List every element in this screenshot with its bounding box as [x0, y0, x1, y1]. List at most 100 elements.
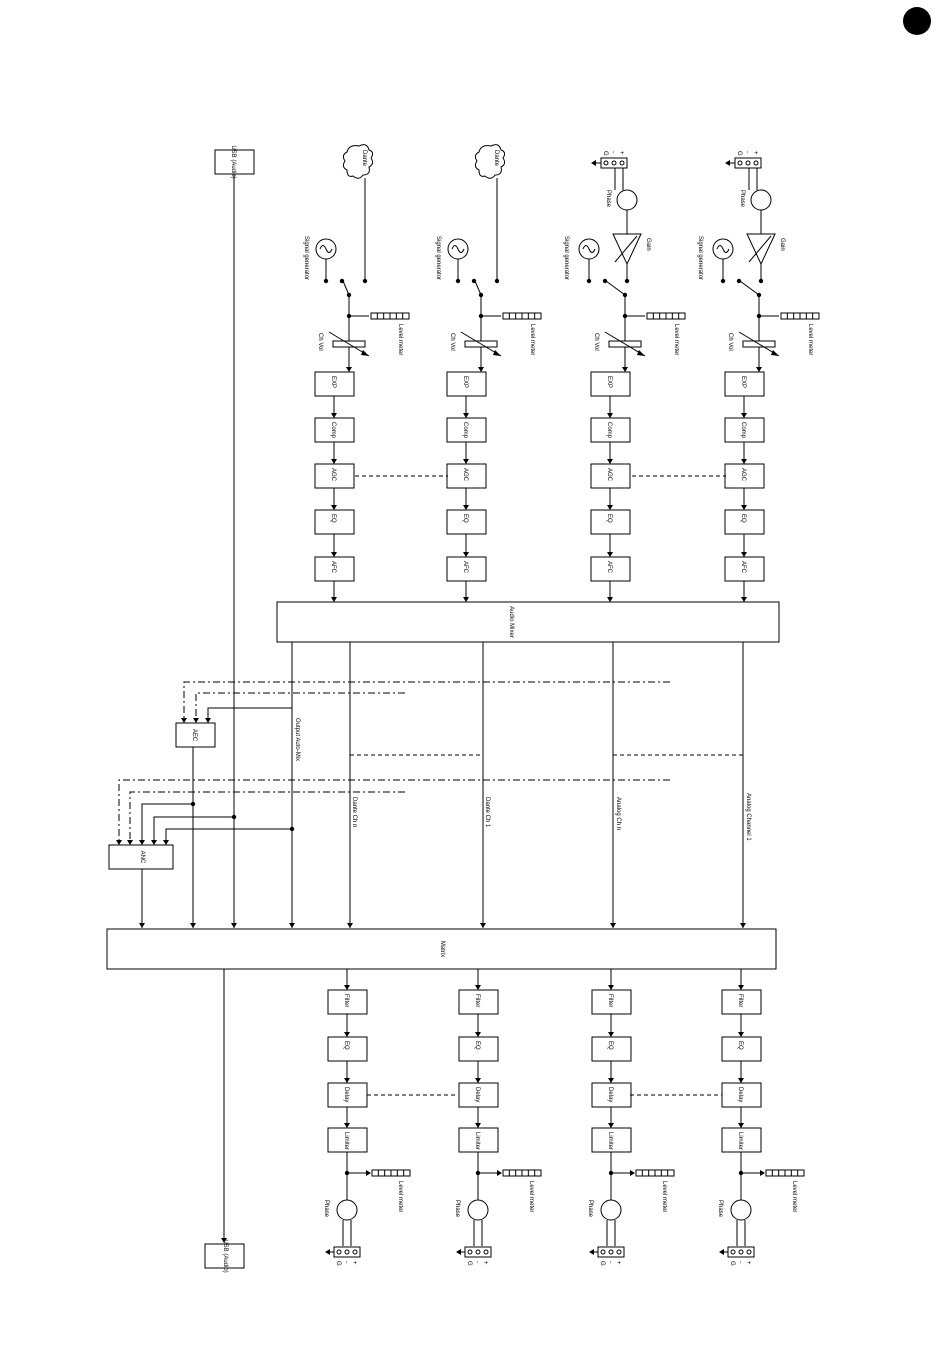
- aec-block: AEC: [175, 722, 216, 748]
- limiter-block: Limiter: [591, 1127, 632, 1153]
- exp-block-label: EXP: [606, 376, 612, 388]
- limiter-block: Limiter: [721, 1127, 762, 1153]
- limiter-block: Limiter: [458, 1127, 499, 1153]
- terminal-label: +: [482, 1261, 488, 1265]
- out-phase-icon: [467, 1199, 489, 1221]
- source-switch: [605, 280, 626, 296]
- dante-label: Dante: [361, 150, 367, 167]
- agc-block-label: AGC: [462, 468, 468, 482]
- out-level-meter-label: Level meter: [661, 1181, 667, 1212]
- phase-icon: [616, 189, 638, 211]
- afc-block-label: AFC: [740, 561, 746, 574]
- filter-block: Filter: [591, 989, 632, 1015]
- exp-block-label: EXP: [462, 376, 468, 388]
- terminal-connector: G-+: [600, 151, 628, 169]
- comp-block-label: Comp: [462, 422, 468, 439]
- afc-block: AFC: [724, 556, 765, 582]
- terminal-label: +: [351, 1261, 357, 1265]
- out-level-meter-label: Level meter: [528, 1181, 534, 1212]
- signal-generator-icon: [712, 238, 734, 260]
- level-meter: [502, 1169, 542, 1177]
- delay-block: Delay: [721, 1082, 762, 1108]
- source-switch: [739, 280, 760, 296]
- comp-block: Comp: [724, 417, 765, 443]
- out-phase-label: Phase: [454, 1200, 460, 1218]
- terminal-connector: G-+: [333, 1246, 361, 1266]
- terminal-label: -: [474, 1261, 480, 1263]
- exp-block-label: EXP: [330, 376, 336, 388]
- afc-block-label: AFC: [606, 561, 612, 574]
- level-meter: [635, 1169, 675, 1177]
- delay-block-label: Delay: [737, 1087, 743, 1102]
- filter-block: Filter: [721, 989, 762, 1015]
- agc-block-label: AGC: [330, 468, 336, 482]
- level-meter-label: Level meter: [529, 324, 535, 355]
- usb-out-label: USB (Audio): [222, 1239, 228, 1272]
- eq-block-label: EQ: [330, 514, 336, 523]
- limiter-block-label: Limiter: [343, 1132, 349, 1150]
- filter-block: Filter: [327, 989, 368, 1015]
- terminal-label: G: [466, 1261, 472, 1266]
- gain-amplifier-icon: [612, 233, 642, 266]
- audio-mixer-label: Audio Mixer: [508, 606, 514, 638]
- usb-in-block: USB (Audio): [214, 145, 255, 179]
- level-meter-label: Level meter: [807, 324, 813, 355]
- afc-block: AFC: [590, 556, 631, 582]
- terminal-connector: G-+: [464, 1246, 492, 1266]
- terminal-label: -: [610, 151, 616, 153]
- exp-block: EXP: [724, 371, 765, 397]
- comp-block: Comp: [314, 417, 355, 443]
- level-meter: [765, 1169, 805, 1177]
- terminal-label: -: [744, 151, 750, 153]
- agc-block-label: AGC: [740, 468, 746, 482]
- agc-block-label: AGC: [606, 468, 612, 482]
- comp-block-label: Comp: [330, 422, 336, 439]
- delay-block: Delay: [458, 1082, 499, 1108]
- level-meter: [780, 312, 820, 320]
- signal-generator-icon: [315, 238, 337, 260]
- eq-block: EQ: [446, 509, 487, 535]
- eq-block: EQ: [590, 509, 631, 535]
- terminal-connector: G-+: [727, 1246, 755, 1266]
- filter-block-label: Filter: [737, 994, 743, 1007]
- matrix-input-arrows: [139, 923, 746, 928]
- agc-block: AGC: [590, 463, 631, 489]
- out-phase-icon: [600, 1199, 622, 1221]
- page-marker-dot: [903, 7, 931, 35]
- terminal-label: +: [752, 151, 758, 155]
- aec-label: AEC: [191, 729, 197, 742]
- eq-block: EQ: [724, 509, 765, 535]
- phase-label: Phase: [605, 190, 611, 208]
- level-meter-label: Level meter: [397, 324, 403, 355]
- reference-lines: [118, 681, 670, 842]
- terminal-label: G: [599, 1261, 605, 1266]
- matrix-label: Matrix: [439, 941, 445, 957]
- filter-block-label: Filter: [343, 994, 349, 1007]
- terminal-label: +: [745, 1261, 751, 1265]
- terminal-label: +: [618, 151, 624, 155]
- out-eq-block-label: EQ: [343, 1041, 349, 1050]
- agc-block: AGC: [314, 463, 355, 489]
- source-switch: [474, 280, 482, 296]
- delay-block: Delay: [327, 1082, 368, 1108]
- afc-block: AFC: [314, 556, 355, 582]
- usb-in-label: USB (Audio): [230, 145, 236, 178]
- afc-block: AFC: [446, 556, 487, 582]
- out-phase-label: Phase: [323, 1200, 329, 1218]
- level-meter: [370, 312, 410, 320]
- limiter-block-label: Limiter: [474, 1132, 480, 1150]
- delay-block-label: Delay: [607, 1087, 613, 1102]
- signal-generator-label: Signal generator: [303, 236, 309, 280]
- terminal-connector: G-+: [597, 1246, 625, 1266]
- comp-block-label: Comp: [606, 422, 612, 439]
- limiter-block-label: Limiter: [737, 1132, 743, 1150]
- out-eq-block-label: EQ: [607, 1041, 613, 1050]
- out-phase-icon: [336, 1199, 358, 1221]
- terminal-label: G: [736, 151, 742, 156]
- signal-generator-icon: [578, 238, 600, 260]
- out-phase-label: Phase: [587, 1200, 593, 1218]
- limiter-block-label: Limiter: [607, 1132, 613, 1150]
